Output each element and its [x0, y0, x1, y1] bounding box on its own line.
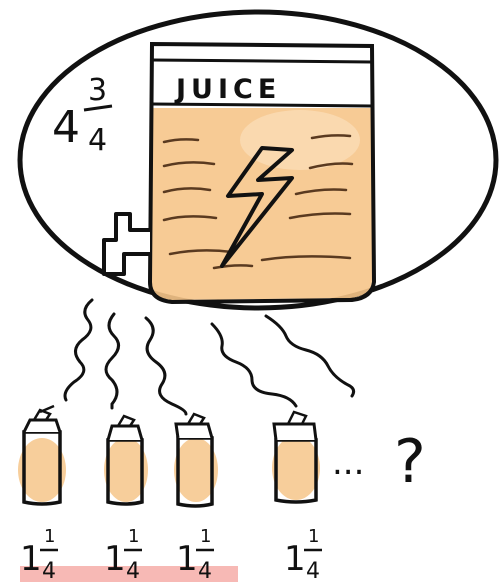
question-mark: ?	[394, 427, 426, 497]
bottle-3-numerator: 1	[200, 526, 211, 547]
pour-lines	[65, 300, 354, 414]
total-whole: 4	[52, 102, 80, 153]
jug-juice-highlight	[240, 110, 360, 170]
bottle-3-denominator: 4	[198, 559, 212, 582]
bottle-4-denominator: 4	[306, 559, 320, 582]
juice-jug: JUICE	[104, 44, 374, 302]
bottle-1-amount: 1 1 4	[20, 526, 58, 582]
pour-line-3	[146, 318, 186, 414]
bottle-4	[272, 412, 320, 502]
bottle-1	[18, 406, 66, 504]
jug-label: JUICE	[174, 74, 281, 105]
bottle-2-amount: 1 1 4	[104, 526, 142, 582]
jug-tap-icon	[104, 214, 150, 274]
pour-line-2	[106, 314, 119, 408]
pour-line-1	[65, 300, 92, 400]
bottle-3-amount: 1 1 4	[176, 526, 214, 582]
bottle-2	[104, 416, 148, 504]
pour-line-4	[212, 324, 296, 406]
bottle-4-numerator: 1	[308, 526, 319, 547]
bottle-1-whole: 1	[20, 539, 42, 579]
bottle-2-denominator: 4	[126, 559, 140, 582]
ellipsis: ...	[332, 443, 364, 483]
pour-line-5	[266, 316, 354, 396]
bottle-3-whole: 1	[176, 539, 198, 579]
bottle-1-denominator: 4	[42, 559, 56, 582]
jug-label-top-line	[152, 60, 372, 62]
bottle-4-whole: 1	[284, 539, 306, 579]
bottle-2-whole: 1	[104, 539, 126, 579]
bottle-4-amount: 1 1 4	[284, 526, 322, 582]
bottle-3	[174, 414, 218, 506]
total-numerator: 3	[88, 73, 107, 108]
bottle-1-numerator: 1	[44, 526, 55, 547]
total-amount: 4 3 4	[52, 73, 112, 158]
total-denominator: 4	[88, 123, 107, 158]
bottle-2-numerator: 1	[128, 526, 139, 547]
